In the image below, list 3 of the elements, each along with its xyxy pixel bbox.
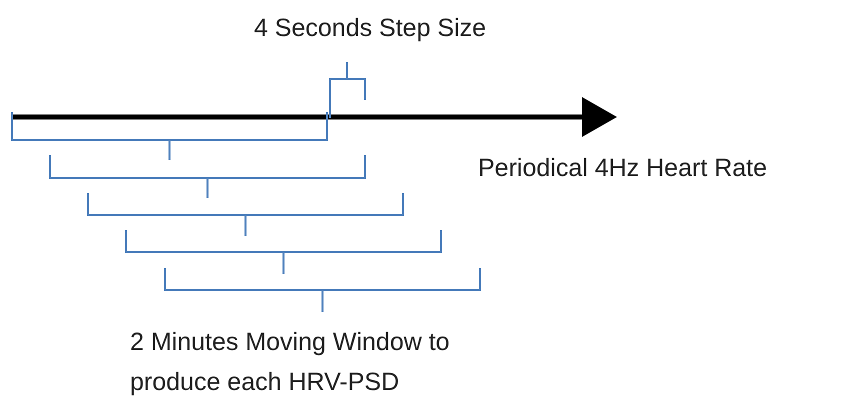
signal-label: Periodical 4Hz Heart Rate bbox=[478, 153, 768, 184]
window-label: 2 Minutes Moving Window to produce each HRV-PSD bbox=[130, 327, 450, 398]
step-size-label: 4 Seconds Step Size bbox=[252, 13, 488, 44]
